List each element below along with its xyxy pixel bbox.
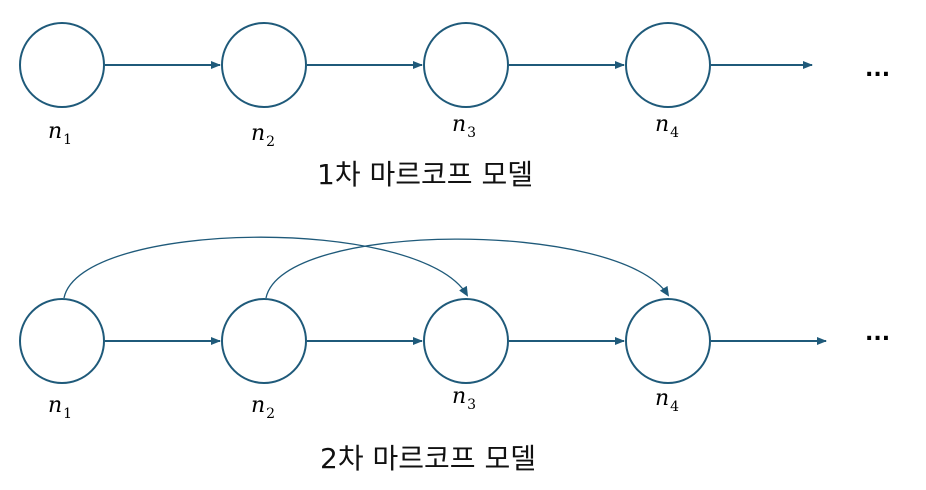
node-n3 xyxy=(423,22,509,108)
node-n3 xyxy=(423,298,509,384)
node-n4 xyxy=(625,298,711,384)
node-n1 xyxy=(19,298,105,384)
node-n2 xyxy=(221,22,307,108)
node-label-n4: n4 xyxy=(655,386,679,415)
skip-edge-n2-n4 xyxy=(265,238,670,299)
first-order-markov-diagram: ... n1 n2 n3 n4 1차 마르코프 모델 xyxy=(19,22,890,191)
caption-first-order: 1차 마르코프 모델 xyxy=(317,158,533,191)
node-label-n3: n3 xyxy=(452,384,476,413)
caption-second-order: 2차 마르코프 모델 xyxy=(320,442,536,475)
ellipsis: ... xyxy=(865,321,890,346)
skip-edge-n1-n3 xyxy=(63,236,469,299)
node-label-n3: n3 xyxy=(452,112,476,141)
second-order-markov-diagram: ... n1 n2 n3 n4 2차 마르코프 모델 xyxy=(19,236,890,475)
ellipsis: ... xyxy=(865,57,890,82)
node-label-n2: n2 xyxy=(251,121,275,150)
node-label-n4: n4 xyxy=(655,112,679,141)
node-n1 xyxy=(19,22,105,108)
node-n2 xyxy=(221,298,307,384)
node-label-n1: n1 xyxy=(48,119,72,148)
node-label-n2: n2 xyxy=(251,393,275,422)
node-label-n1: n1 xyxy=(48,393,72,422)
node-n4 xyxy=(625,22,711,108)
